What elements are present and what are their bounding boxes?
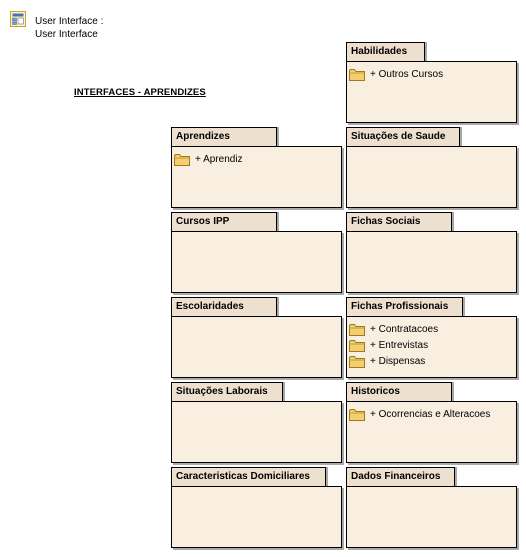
folder-icon xyxy=(174,153,190,166)
package-item-label: + Dispensas xyxy=(370,355,426,367)
package-items: + Contratacoes + Entrevistas + Dispensas xyxy=(349,321,438,369)
package-tab: Situações Laborais xyxy=(171,382,283,401)
package-body xyxy=(346,486,517,548)
folder-icon xyxy=(349,323,365,336)
folder-icon xyxy=(349,355,365,368)
package-items: + Aprendiz xyxy=(174,151,243,167)
package-items: + Outros Cursos xyxy=(349,66,443,82)
package-tab: Escolaridades xyxy=(171,297,277,316)
diagram-title: INTERFACES - APRENDIZES xyxy=(74,87,206,98)
package-body xyxy=(346,231,517,293)
package-body: + Aprendiz xyxy=(171,146,342,208)
package-tab: Habilidades xyxy=(346,42,425,61)
package-name: Dados Financeiros xyxy=(351,471,441,482)
package-tab: Fichas Profissionais xyxy=(346,297,463,316)
package-name: Fichas Sociais xyxy=(351,216,421,227)
package-name: Escolaridades xyxy=(176,301,244,312)
diagram-header: User Interface : User Interface xyxy=(35,15,103,41)
package-name: Cursos IPP xyxy=(176,216,230,227)
folder-icon xyxy=(349,408,365,421)
package-name: Fichas Profissionais xyxy=(351,301,449,312)
package-item-label: + Ocorrencias e Alteracoes xyxy=(370,408,491,420)
package-tab: Historicos xyxy=(346,382,452,401)
package-name: Historicos xyxy=(351,386,400,397)
package-body: + Outros Cursos xyxy=(346,61,517,123)
package-item[interactable]: + Aprendiz xyxy=(174,151,243,167)
package-body xyxy=(171,316,342,378)
package-body xyxy=(171,231,342,293)
package-item[interactable]: + Outros Cursos xyxy=(349,66,443,82)
package-body: + Ocorrencias e Alteracoes xyxy=(346,401,517,463)
package-tab: Caracteristicas Domiciliares xyxy=(171,467,326,486)
package-name: Situações Laborais xyxy=(176,386,268,397)
package-body xyxy=(171,486,342,548)
folder-icon xyxy=(349,68,365,81)
folder-icon xyxy=(349,339,365,352)
package-tab: Fichas Sociais xyxy=(346,212,452,231)
package-item[interactable]: + Entrevistas xyxy=(349,337,438,353)
package-name: Aprendizes xyxy=(176,131,230,142)
package-body xyxy=(171,401,342,463)
package-tab: Cursos IPP xyxy=(171,212,277,231)
package-name: Caracteristicas Domiciliares xyxy=(176,471,310,482)
package-body xyxy=(346,146,517,208)
package-tab: Situações de Saude xyxy=(346,127,460,146)
package-tab: Dados Financeiros xyxy=(346,467,455,486)
package-item-label: + Outros Cursos xyxy=(370,68,444,80)
package-item[interactable]: + Dispensas xyxy=(349,353,438,369)
ui-model-icon xyxy=(10,11,26,27)
package-item-label: + Contratacoes xyxy=(370,323,439,335)
package-items: + Ocorrencias e Alteracoes xyxy=(349,406,490,422)
package-item[interactable]: + Contratacoes xyxy=(349,321,438,337)
package-name: Situações de Saude xyxy=(351,131,446,142)
package-body: + Contratacoes + Entrevistas + Dispensas xyxy=(346,316,517,378)
package-item-label: + Aprendiz xyxy=(195,153,243,165)
package-item-label: + Entrevistas xyxy=(370,339,429,351)
header-line-1: User Interface : xyxy=(35,16,104,27)
header-line-2: User Interface xyxy=(35,29,98,40)
package-item[interactable]: + Ocorrencias e Alteracoes xyxy=(349,406,490,422)
package-tab: Aprendizes xyxy=(171,127,277,146)
package-name: Habilidades xyxy=(351,46,408,57)
